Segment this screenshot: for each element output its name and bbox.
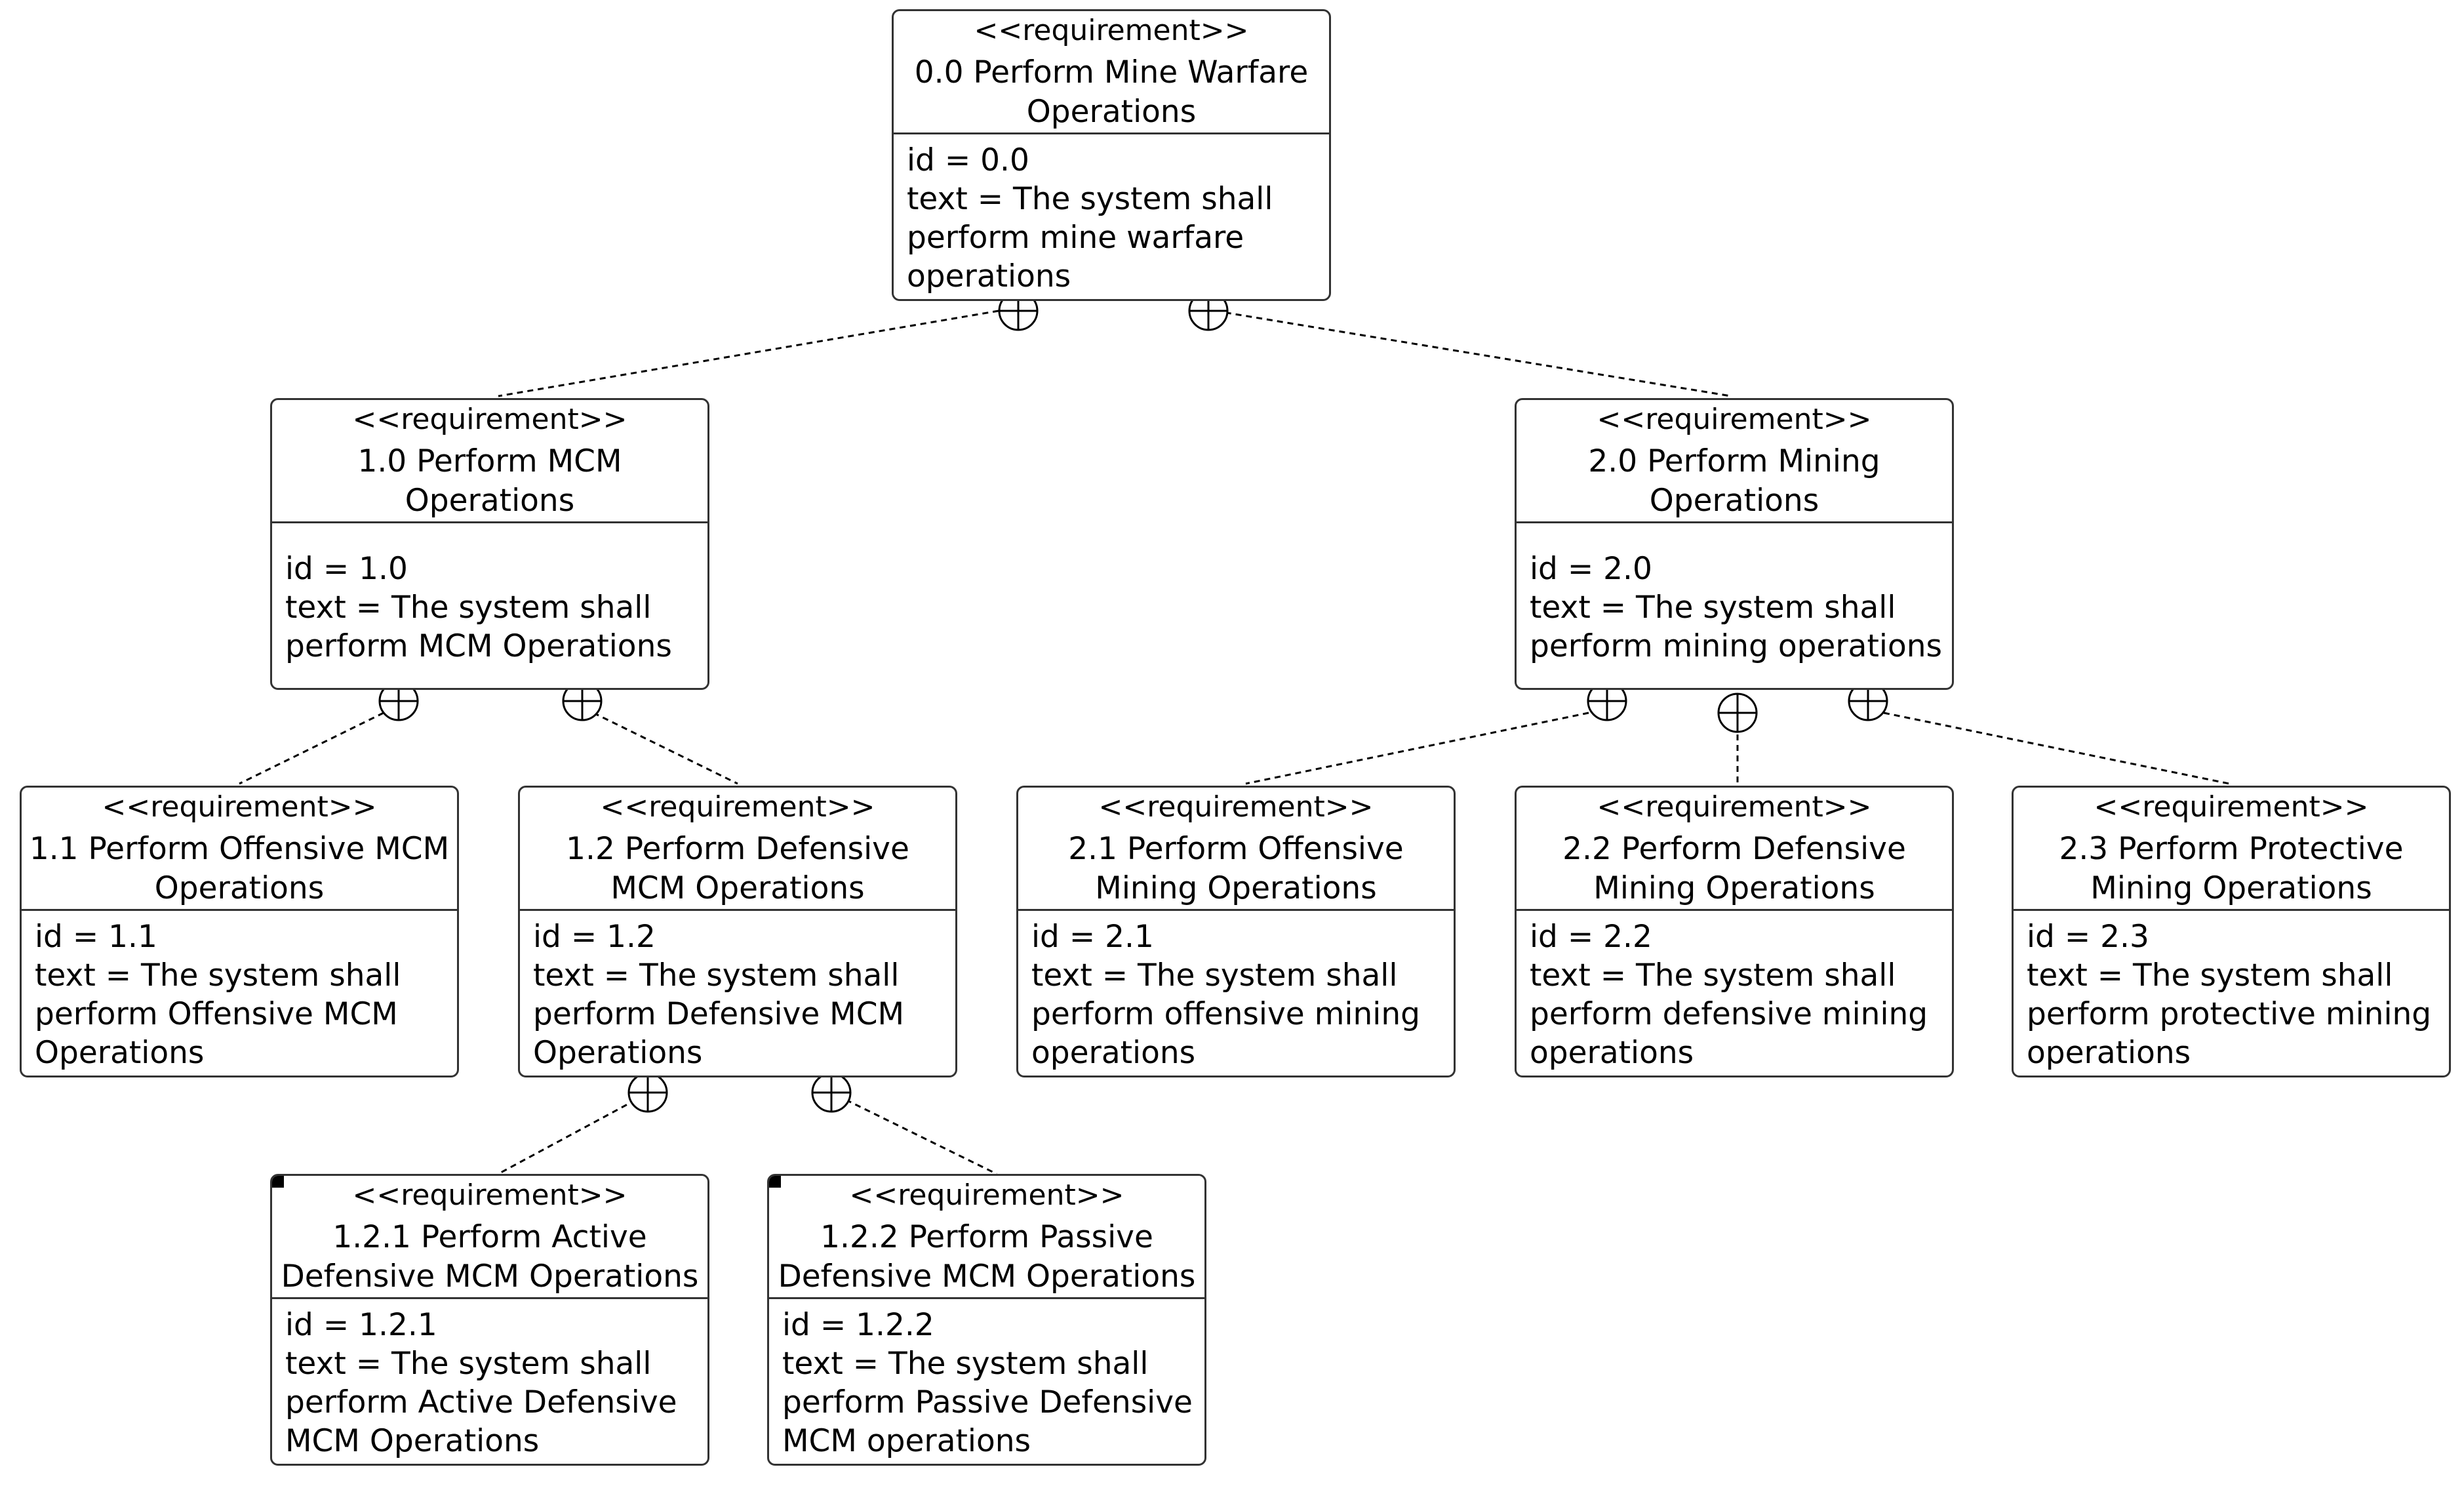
requirement-block-1-1[interactable]: <<requirement>> 1.1 Perform Offensive MC… [20, 786, 459, 1077]
requirement-block-2-0[interactable]: <<requirement>> 2.0 Perform Mining Opera… [1515, 398, 1954, 690]
requirement-header: <<requirement>> 2.0 Perform Mining Opera… [1517, 400, 1952, 523]
requirement-header: <<requirement>> 2.3 Perform Protective M… [2014, 788, 2449, 911]
requirement-text: text = The system shall perform MCM Oper… [285, 590, 672, 664]
requirement-id: id = 1.0 [285, 551, 408, 587]
connector-r0-r2 [1214, 310, 1732, 397]
requirement-name: 1.0 Perform MCM Operations [357, 443, 622, 519]
requirement-name: 1.1 Perform Offensive MCM Operations [29, 831, 450, 906]
requirement-properties: id = 2.0 text = The system shall perform… [1517, 523, 1952, 666]
requirement-block-1-2[interactable]: <<requirement>> 1.2 Perform Defensive MC… [518, 786, 957, 1077]
requirement-stereotype: <<requirement>> [2094, 790, 2369, 824]
requirement-name: 2.0 Perform Mining Operations [1588, 443, 1880, 519]
requirement-block-0-0[interactable]: <<requirement>> 0.0 Perform Mine Warfare… [892, 9, 1331, 301]
element-marker-icon [769, 1176, 781, 1188]
requirement-id: id = 2.1 [1031, 919, 1154, 955]
requirement-name: 2.1 Perform Offensive Mining Operations [1068, 831, 1404, 906]
requirement-id: id = 1.2.1 [285, 1307, 437, 1343]
requirement-text: text = The system shall perform mine war… [907, 181, 1273, 294]
requirement-text: text = The system shall perform Passive … [782, 1346, 1193, 1459]
requirement-block-1-0[interactable]: <<requirement>> 1.0 Perform MCM Operatio… [270, 398, 709, 690]
requirement-id: id = 2.3 [2027, 919, 2149, 955]
requirement-properties: id = 1.2.1 text = The system shall perfo… [272, 1299, 707, 1460]
requirement-name: 1.2.1 Perform Active Defensive MCM Opera… [281, 1219, 699, 1295]
requirement-id: id = 0.0 [907, 142, 1029, 178]
requirement-header: <<requirement>> 1.0 Perform MCM Operatio… [272, 400, 707, 523]
requirement-properties: id = 1.1 text = The system shall perform… [22, 911, 457, 1072]
requirement-stereotype: <<requirement>> [352, 403, 627, 436]
requirement-stereotype: <<requirement>> [974, 14, 1249, 47]
requirement-name: 2.3 Perform Protective Mining Operations [2059, 831, 2404, 906]
requirement-stereotype: <<requirement>> [1098, 790, 1374, 824]
requirement-header: <<requirement>> 2.2 Perform Defensive Mi… [1517, 788, 1952, 911]
requirement-stereotype: <<requirement>> [600, 790, 875, 824]
requirement-id: id = 1.2 [533, 919, 656, 955]
requirement-text: text = The system shall perform protecti… [2027, 957, 2432, 1071]
element-marker-icon [272, 1176, 284, 1188]
requirement-stereotype: <<requirement>> [1597, 790, 1872, 824]
containment-marker-r2-r22 [1717, 693, 1758, 733]
requirement-id: id = 1.1 [35, 919, 157, 955]
requirement-properties: id = 1.2.2 text = The system shall perfo… [769, 1299, 1204, 1460]
connector-r12-r121 [498, 1098, 637, 1175]
requirement-block-2-2[interactable]: <<requirement>> 2.2 Perform Defensive Mi… [1515, 786, 1954, 1077]
requirement-properties: id = 0.0 text = The system shall perform… [894, 134, 1329, 296]
requirement-name: 1.2 Perform Defensive MCM Operations [566, 831, 909, 906]
requirement-properties: id = 2.2 text = The system shall perform… [1517, 911, 1952, 1072]
connector-r0-r1 [498, 310, 999, 397]
requirement-properties: id = 1.2 text = The system shall perform… [520, 911, 955, 1072]
containment-marker-r1-r11 [378, 681, 419, 721]
requirement-stereotype: <<requirement>> [102, 790, 377, 824]
requirement-stereotype: <<requirement>> [352, 1178, 627, 1212]
requirement-header: <<requirement>> 0.0 Perform Mine Warfare… [894, 11, 1329, 134]
requirement-block-2-3[interactable]: <<requirement>> 2.3 Perform Protective M… [2012, 786, 2451, 1077]
requirement-text: text = The system shall perform Offensiv… [35, 957, 401, 1071]
requirement-name: 1.2.2 Perform Passive Defensive MCM Oper… [778, 1219, 1196, 1295]
connector-r12-r122 [845, 1098, 997, 1175]
requirement-name: 2.2 Perform Defensive Mining Operations [1562, 831, 1906, 906]
connector-r2-r23 [1883, 712, 2230, 785]
requirement-id: id = 2.0 [1530, 551, 1652, 587]
requirement-id: id = 1.2.2 [782, 1307, 934, 1343]
containment-marker-r12-r122 [811, 1072, 852, 1113]
requirement-text: text = The system shall perform Defensiv… [533, 957, 905, 1071]
requirement-name: 0.0 Perform Mine Warfare Operations [914, 54, 1309, 130]
requirement-block-1-2-2[interactable]: <<requirement>> 1.2.2 Perform Passive De… [767, 1174, 1206, 1466]
connector-r1-r12 [593, 712, 738, 785]
requirement-block-2-1[interactable]: <<requirement>> 2.1 Perform Offensive Mi… [1016, 786, 1456, 1077]
requirement-header: <<requirement>> 1.2.1 Perform Active Def… [272, 1176, 707, 1299]
requirement-text: text = The system shall perform offensiv… [1031, 957, 1420, 1071]
requirement-header: <<requirement>> 1.1 Perform Offensive MC… [22, 788, 457, 911]
containment-marker-r12-r121 [627, 1072, 668, 1113]
connector-r2-r21 [1245, 712, 1589, 785]
requirement-stereotype: <<requirement>> [849, 1178, 1124, 1212]
requirement-stereotype: <<requirement>> [1597, 403, 1872, 436]
requirement-text: text = The system shall perform defensiv… [1530, 957, 1928, 1071]
requirement-properties: id = 2.1 text = The system shall perform… [1018, 911, 1454, 1072]
requirement-text: text = The system shall perform Active D… [285, 1346, 677, 1459]
requirement-properties: id = 1.0 text = The system shall perform… [272, 523, 707, 666]
requirement-properties: id = 2.3 text = The system shall perform… [2014, 911, 2449, 1072]
connector-r1-r11 [239, 712, 384, 785]
containment-marker-r1-r12 [562, 681, 603, 721]
requirement-block-1-2-1[interactable]: <<requirement>> 1.2.1 Perform Active Def… [270, 1174, 709, 1466]
requirement-text: text = The system shall perform mining o… [1530, 590, 1942, 664]
requirement-header: <<requirement>> 1.2.2 Perform Passive De… [769, 1176, 1204, 1299]
requirement-header: <<requirement>> 1.2 Perform Defensive MC… [520, 788, 955, 911]
requirement-id: id = 2.2 [1530, 919, 1652, 955]
requirement-header: <<requirement>> 2.1 Perform Offensive Mi… [1018, 788, 1454, 911]
